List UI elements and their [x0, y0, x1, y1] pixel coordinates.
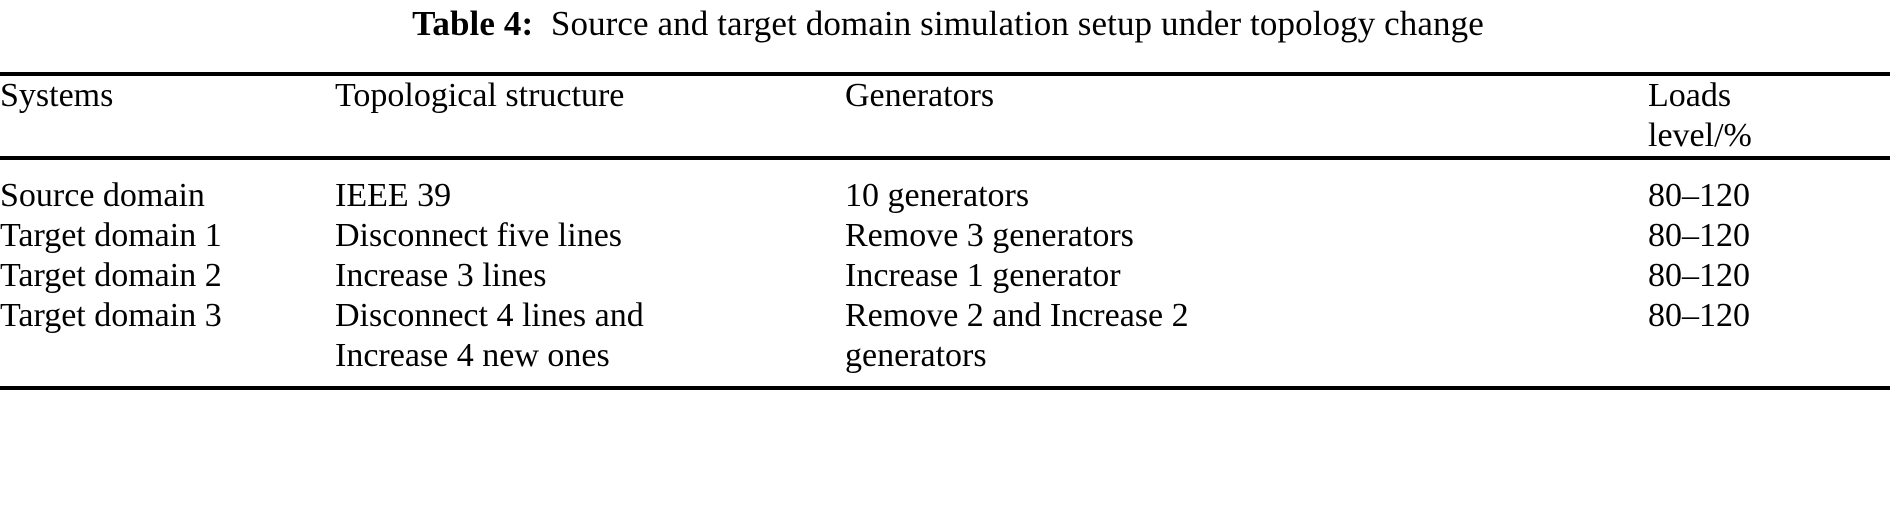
column-header-topological-structure: Topological structure	[335, 77, 625, 114]
cell-topological-structure: IEEE 39	[335, 177, 452, 214]
cell-generators: Remove 2 and Increase 2 generators	[845, 297, 1189, 374]
cell-loads-level: 80–120	[1648, 257, 1750, 294]
column-header-loads-level: Loads level/%	[1648, 77, 1752, 154]
cell-topological-structure: Disconnect 4 lines and Increase 4 new on…	[335, 297, 644, 374]
table-row: Target domain 3 Disconnect 4 lines and I…	[0, 296, 1890, 386]
table-caption: Table 4: Source and target domain simula…	[0, 0, 1896, 46]
cell-system: Target domain 2	[0, 257, 222, 294]
column-header-systems: Systems	[0, 77, 114, 114]
column-header-generators: Generators	[845, 77, 995, 114]
table-header-row: Systems Topological structure Generators…	[0, 76, 1890, 156]
table-header-rule	[0, 156, 1890, 160]
table-row: Source domain IEEE 39 10 generators 80–1…	[0, 160, 1890, 216]
caption-text: Source and target domain simulation setu…	[550, 4, 1484, 43]
cell-system: Source domain	[0, 177, 205, 214]
table-row: Target domain 2 Increase 3 lines Increas…	[0, 256, 1890, 296]
cell-loads-level: 80–120	[1648, 297, 1750, 334]
cell-system: Target domain 3	[0, 297, 222, 334]
data-table: Systems Topological structure Generators…	[0, 76, 1890, 156]
cell-generators: Remove 3 generators	[845, 217, 1134, 254]
cell-topological-structure: Disconnect five lines	[335, 217, 623, 254]
cell-generators: Increase 1 generator	[845, 257, 1121, 294]
cell-generators: 10 generators	[845, 177, 1030, 214]
cell-system: Target domain 1	[0, 217, 222, 254]
cell-loads-level: 80–120	[1648, 217, 1750, 254]
table-row: Target domain 1 Disconnect five lines Re…	[0, 216, 1890, 256]
caption-label: Table 4:	[412, 4, 534, 43]
table-top-rule	[0, 72, 1890, 76]
table-bottom-rule	[0, 386, 1890, 390]
data-table-body: Source domain IEEE 39 10 generators 80–1…	[0, 160, 1890, 386]
cell-loads-level: 80–120	[1648, 177, 1750, 214]
cell-topological-structure: Increase 3 lines	[335, 257, 547, 294]
